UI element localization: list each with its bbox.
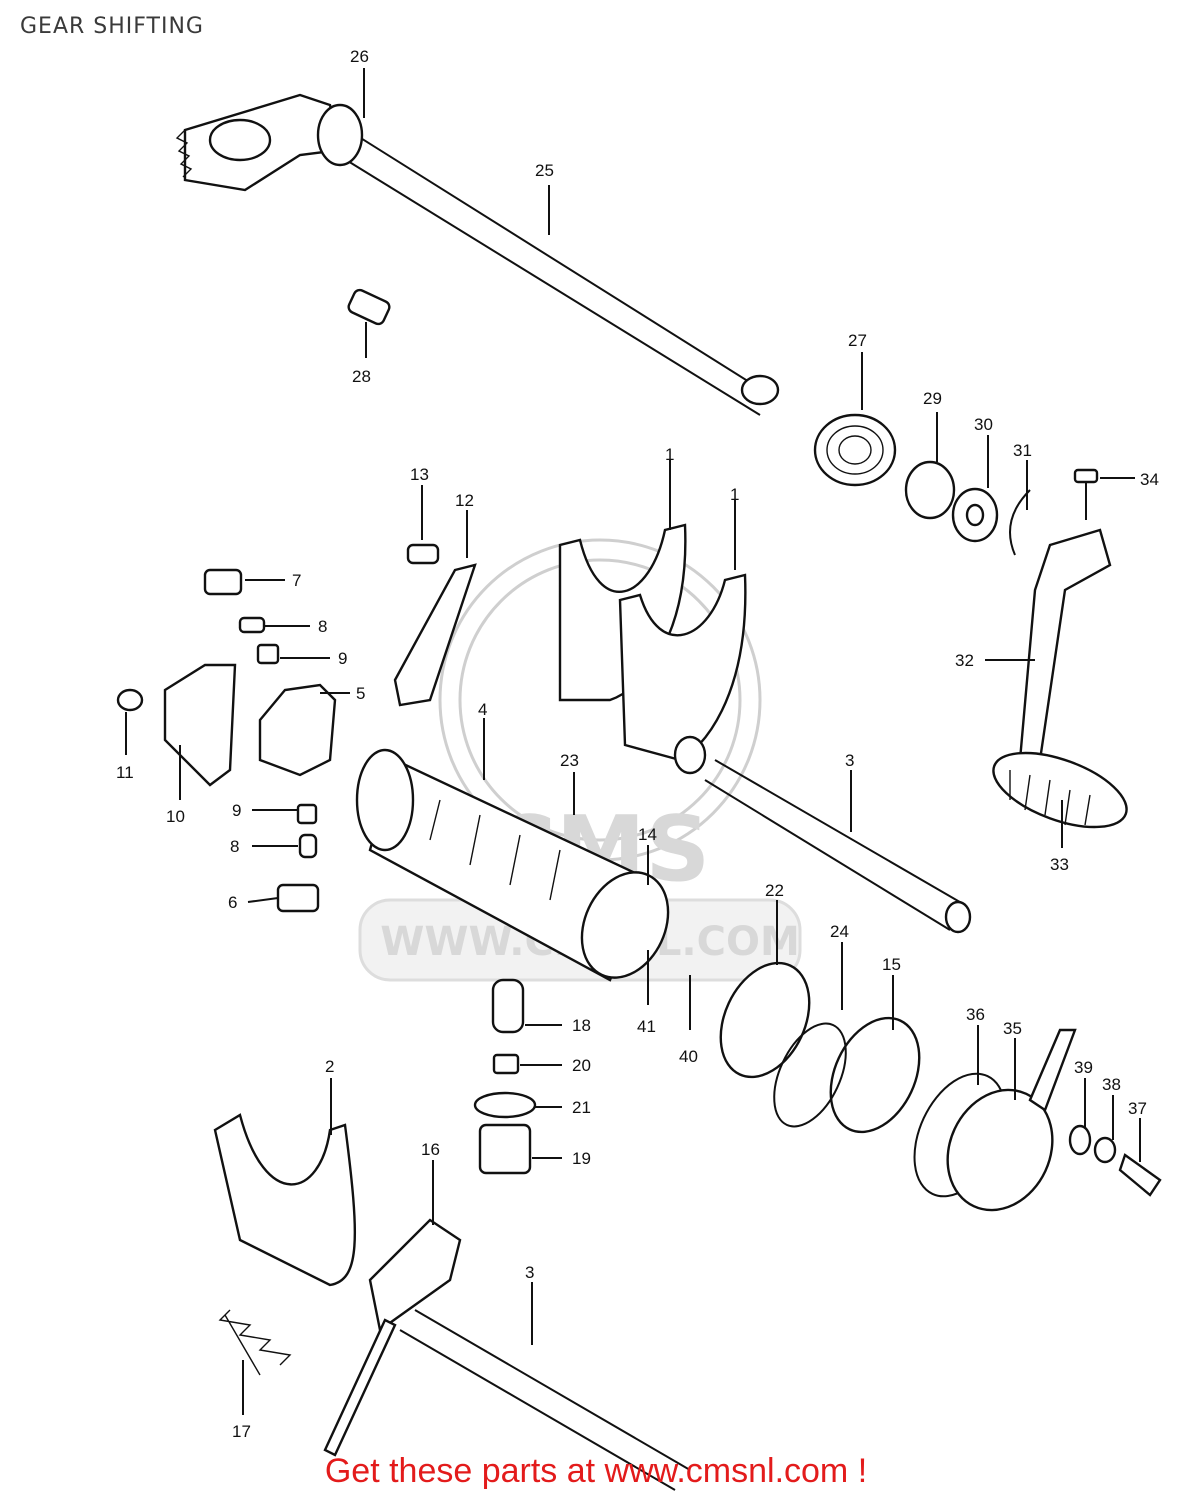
callout-7: 7 bbox=[292, 571, 301, 590]
callout-15: 15 bbox=[882, 955, 901, 974]
callout-10: 10 bbox=[166, 807, 185, 826]
callout-40: 40 bbox=[679, 1047, 698, 1066]
callout-27: 27 bbox=[848, 331, 867, 350]
callout-14: 14 bbox=[638, 825, 657, 844]
callout-26: 26 bbox=[350, 47, 369, 66]
callout-4: 4 bbox=[478, 700, 487, 719]
callout-13: 13 bbox=[410, 465, 429, 484]
spring-27 bbox=[813, 413, 897, 487]
callout-3b: 3 bbox=[525, 1263, 534, 1282]
callout-1b: 1 bbox=[730, 485, 739, 504]
callout-1a: 1 bbox=[665, 445, 674, 464]
callout-30: 30 bbox=[974, 415, 993, 434]
callout-41: 41 bbox=[637, 1017, 656, 1036]
callout-3a: 3 bbox=[845, 751, 854, 770]
page-title: GEAR SHIFTING bbox=[20, 14, 204, 39]
callout-21: 21 bbox=[572, 1098, 591, 1117]
bolt-28 bbox=[347, 288, 391, 326]
callout-12: 12 bbox=[455, 491, 474, 510]
cam-stopper-cluster bbox=[116, 568, 337, 913]
callout-29: 29 bbox=[923, 389, 942, 408]
callout-36: 36 bbox=[966, 1005, 985, 1024]
callout-19: 19 bbox=[572, 1149, 591, 1168]
callout-23: 23 bbox=[560, 751, 579, 770]
callout-9b: 9 bbox=[232, 801, 241, 820]
shift-shaft bbox=[175, 93, 780, 416]
callout-11: 11 bbox=[116, 763, 134, 782]
callout-5: 5 bbox=[356, 684, 365, 703]
fork-shaft-3 bbox=[704, 759, 972, 934]
callout-2: 2 bbox=[325, 1057, 334, 1076]
callout-16: 16 bbox=[421, 1140, 440, 1159]
callout-labels: 26 25 28 27 29 30 31 34 13 12 1 1 7 8 9 … bbox=[116, 47, 1159, 1441]
callout-18: 18 bbox=[572, 1016, 591, 1035]
callout-8b: 8 bbox=[230, 837, 239, 856]
callout-8a: 8 bbox=[318, 617, 327, 636]
callout-22: 22 bbox=[765, 881, 784, 900]
callout-25: 25 bbox=[535, 161, 554, 180]
callout-34: 34 bbox=[1140, 470, 1159, 489]
callout-9a: 9 bbox=[338, 649, 347, 668]
callout-35: 35 bbox=[1003, 1019, 1022, 1038]
shift-lever bbox=[992, 468, 1128, 829]
callout-20: 20 bbox=[572, 1056, 591, 1075]
drum-end-parts bbox=[580, 871, 1162, 1212]
callout-17: 17 bbox=[232, 1422, 251, 1441]
shift-forks-1 bbox=[558, 523, 747, 775]
callout-32: 32 bbox=[955, 651, 974, 670]
callout-38: 38 bbox=[1102, 1075, 1121, 1094]
callout-28: 28 bbox=[352, 367, 371, 386]
callout-24: 24 bbox=[830, 922, 849, 941]
callout-37: 37 bbox=[1128, 1099, 1147, 1118]
pin-stack bbox=[473, 978, 537, 1175]
callout-33: 33 bbox=[1050, 855, 1069, 874]
bearings-29-31 bbox=[904, 460, 1031, 556]
callout-31: 31 bbox=[1013, 441, 1032, 460]
lower-fork-assembly bbox=[213, 1113, 691, 1491]
stopper-plate bbox=[393, 543, 477, 707]
footer-link-text[interactable]: Get these parts at www.cmsnl.com ! bbox=[324, 1452, 868, 1490]
callout-6: 6 bbox=[228, 893, 237, 912]
shift-drum-4 bbox=[355, 748, 652, 982]
callout-39: 39 bbox=[1074, 1058, 1093, 1077]
